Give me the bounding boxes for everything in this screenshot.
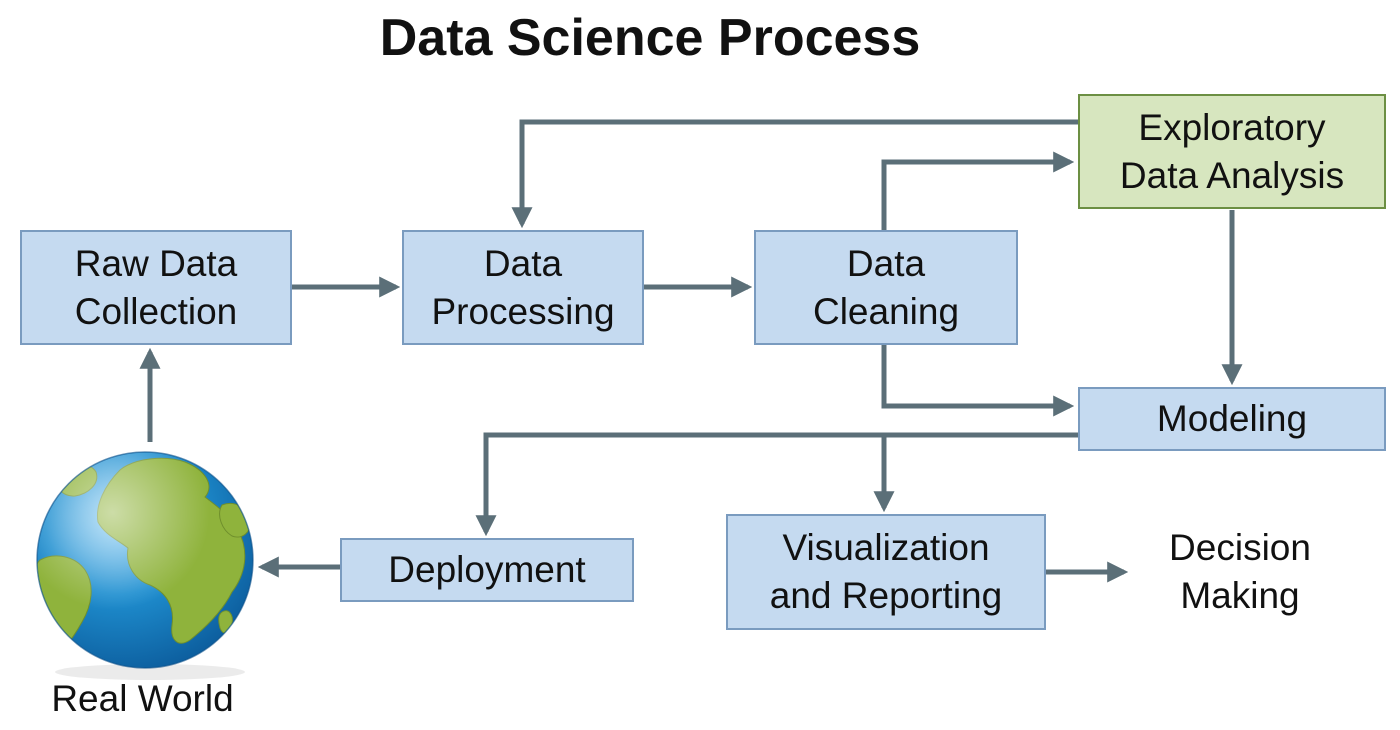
arrow-modeling-to-deployment: [475, 432, 1078, 537]
node-raw-data-collection: Raw Data Collection: [20, 230, 292, 345]
node-label-line: Exploratory: [1138, 106, 1326, 148]
node-label-line: Data Analysis: [1119, 154, 1345, 196]
node-visualization-and-reporting: Visualization and Reporting: [726, 514, 1046, 630]
node-label-line: Deployment: [388, 549, 586, 590]
node-data-processing: Data Processing: [402, 230, 644, 345]
node-label-line: Making: [1180, 575, 1300, 616]
node-label-line: Modeling: [1156, 398, 1308, 439]
diagram-title: Data Science Process: [379, 9, 921, 67]
node-label-line: Processing: [431, 290, 615, 332]
node-modeling: Modeling: [1078, 387, 1386, 451]
node-label-line: Decision: [1169, 527, 1311, 568]
node-label-line: Data: [846, 242, 926, 284]
node-label-line: Cleaning: [812, 290, 960, 332]
node-label-line: Collection: [74, 290, 238, 332]
real-world-label: Real World: [51, 678, 234, 719]
node-label-line: Visualization: [782, 527, 990, 568]
arrow-cleaning-to-eda: [881, 151, 1075, 230]
node-data-cleaning: Data Cleaning: [754, 230, 1018, 345]
node-decision-making: Decision Making: [1130, 524, 1350, 620]
arrow-eda-to-processing: [511, 119, 1078, 229]
node-label-line: and Reporting: [769, 575, 1003, 616]
node-label-line: Raw Data: [74, 242, 238, 284]
arrow-cleaning-to-modeling: [881, 345, 1075, 417]
globe-icon: [36, 451, 254, 680]
node-deployment: Deployment: [340, 538, 634, 602]
node-label-line: Data: [483, 242, 563, 284]
node-exploratory-data-analysis: Exploratory Data Analysis: [1078, 94, 1386, 209]
